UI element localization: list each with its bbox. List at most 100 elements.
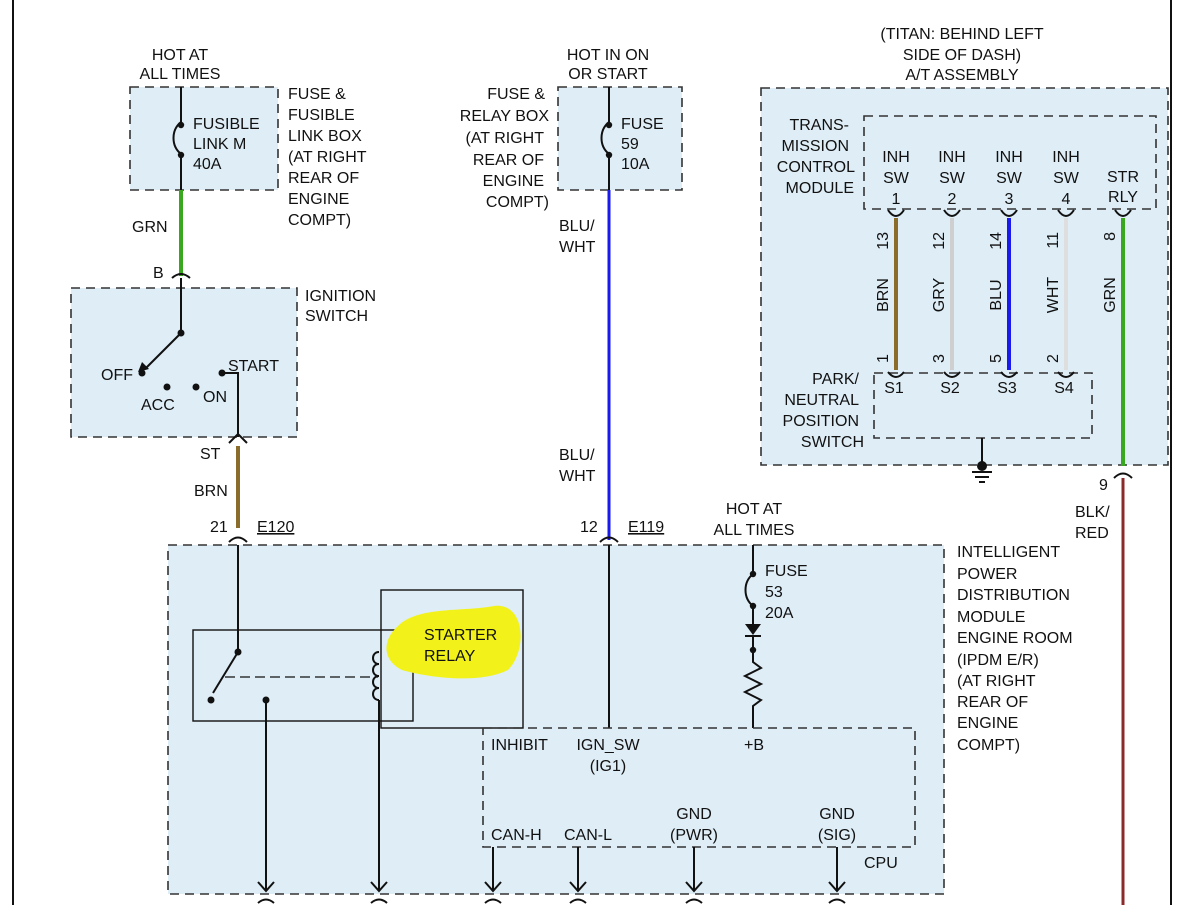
- svg-text:INH: INH: [882, 149, 910, 166]
- svg-text:SW: SW: [996, 170, 1023, 187]
- position-on-label: ON: [203, 389, 227, 406]
- svg-text:14: 14: [988, 232, 1005, 250]
- svg-text:3: 3: [931, 354, 948, 363]
- svg-text:INH: INH: [1052, 149, 1080, 166]
- svg-text:3: 3: [1005, 191, 1014, 208]
- svg-text:BRN: BRN: [875, 278, 892, 312]
- svg-text:2: 2: [948, 191, 957, 208]
- hot-label: HOT IN ON: [567, 47, 649, 64]
- svg-text:INTELLIGENT: INTELLIGENT: [957, 544, 1060, 561]
- svg-text:2: 2: [1045, 354, 1062, 363]
- svg-text:CONTROL: CONTROL: [777, 159, 855, 176]
- svg-text:TRANS-: TRANS-: [789, 117, 849, 134]
- connector-e120: 21 E120: [210, 519, 294, 543]
- svg-text:12: 12: [931, 232, 948, 250]
- fuse-label: FUSE: [765, 563, 808, 580]
- svg-text:STR: STR: [1107, 169, 1139, 186]
- svg-text:ENGINE: ENGINE: [483, 173, 544, 190]
- hot-label: HOT AT: [152, 47, 209, 64]
- cpu-gnd-pwr-label: GND: [676, 806, 712, 823]
- svg-text:ENGINE ROOM: ENGINE ROOM: [957, 630, 1073, 647]
- down-arrow-icon: [257, 881, 275, 893]
- ignition-switch-title: IGNITION: [305, 288, 376, 305]
- svg-text:COMPT): COMPT): [957, 737, 1020, 754]
- relay-highlight: [386, 605, 521, 679]
- svg-text:RELAY BOX: RELAY BOX: [460, 108, 550, 125]
- pin-number: 12: [580, 519, 598, 536]
- svg-text:REAR OF: REAR OF: [473, 152, 544, 169]
- fuse-relay-box-location: FUSE & RELAY BOX (AT RIGHT REAR OF ENGIN…: [460, 86, 550, 211]
- svg-text:(AT RIGHT: (AT RIGHT: [957, 673, 1036, 690]
- fuse-rating: 40A: [193, 156, 222, 173]
- cpu-inhibit-label: INHIBIT: [491, 737, 548, 754]
- fuse-number: 53: [765, 584, 783, 601]
- svg-text:5: 5: [988, 354, 1005, 363]
- svg-text:SWITCH: SWITCH: [801, 434, 864, 451]
- hot-label: ALL TIMES: [140, 66, 221, 83]
- wire-color-label: WHT: [559, 468, 596, 485]
- svg-text:4: 4: [1062, 191, 1071, 208]
- svg-text:SW: SW: [939, 170, 966, 187]
- svg-text:FUSIBLE: FUSIBLE: [288, 107, 355, 124]
- svg-text:POWER: POWER: [957, 566, 1017, 583]
- wire-color-label: BLK/: [1075, 504, 1110, 521]
- svg-text:FUSE &: FUSE &: [487, 86, 545, 103]
- down-arrow-icon: [569, 881, 587, 893]
- diode-icon: [745, 624, 761, 635]
- fuse-label: LINK M: [193, 136, 246, 153]
- svg-text:GRN: GRN: [1102, 277, 1119, 313]
- wire-color-label: BLU/: [559, 447, 595, 464]
- cpu-can-l-label: CAN-L: [564, 827, 612, 844]
- cpu-plus-b-label: +B: [744, 737, 764, 754]
- svg-text:POSITION: POSITION: [783, 413, 859, 430]
- svg-text:GRY: GRY: [931, 277, 948, 312]
- wire-color-label: WHT: [559, 239, 596, 256]
- hot-label: HOT AT: [726, 501, 783, 518]
- svg-text:WHT: WHT: [1045, 277, 1062, 314]
- exit-connectors: [257, 881, 846, 904]
- svg-text:RLY: RLY: [1108, 189, 1138, 206]
- svg-text:DISTRIBUTION: DISTRIBUTION: [957, 587, 1070, 604]
- wire-color-label: RED: [1075, 525, 1109, 542]
- position-start-label: START: [228, 358, 279, 375]
- at-assembly: (TITAN: BEHIND LEFT SIDE OF DASH) A/T AS…: [760, 26, 1169, 483]
- fuse-label: FUSE: [621, 116, 664, 133]
- cpu-gnd-sig-label: GND: [819, 806, 855, 823]
- cpu-gnd-pwr-label: (PWR): [670, 827, 718, 844]
- position-acc-label: ACC: [141, 397, 175, 414]
- resistor-icon: [742, 653, 764, 728]
- svg-text:(IPDM E/R): (IPDM E/R): [957, 652, 1039, 669]
- svg-text:(AT RIGHT: (AT RIGHT: [288, 149, 367, 166]
- starter-relay-label: RELAY: [424, 648, 476, 665]
- ignition-switch: B OFF ACC ON START IGNITION SWITCH ST: [70, 265, 376, 463]
- position-off-label: OFF: [101, 367, 133, 384]
- connector-id: E119: [628, 519, 664, 536]
- svg-text:(AT RIGHT: (AT RIGHT: [465, 130, 544, 147]
- fuse-label: FUSIBLE: [193, 116, 260, 133]
- connector-id: E120: [257, 519, 294, 536]
- svg-text:S1: S1: [884, 380, 904, 397]
- svg-text:FUSE &: FUSE &: [288, 86, 346, 103]
- pin-number: 9: [1099, 477, 1108, 494]
- svg-text:MODULE: MODULE: [957, 609, 1025, 626]
- wire-color-label: BLU/: [559, 218, 595, 235]
- connector-symbol: [171, 273, 191, 279]
- pin-label: ST: [200, 446, 221, 463]
- svg-text:1: 1: [892, 191, 901, 208]
- at-assembly-title: SIDE OF DASH): [903, 47, 1021, 64]
- down-arrow-icon: [484, 881, 502, 893]
- cpu-box: [482, 727, 916, 848]
- ipdm-title: INTELLIGENT POWER DISTRIBUTION MODULE EN…: [957, 544, 1073, 754]
- svg-text:11: 11: [1045, 232, 1062, 249]
- ignition-switch-title: SWITCH: [305, 308, 368, 325]
- svg-text:INH: INH: [995, 149, 1023, 166]
- at-assembly-title: A/T ASSEMBLY: [905, 67, 1019, 84]
- fuse-rating: 20A: [765, 605, 794, 622]
- svg-text:NEUTRAL: NEUTRAL: [784, 392, 859, 409]
- tcm-box: [863, 115, 1157, 210]
- wire-color-label: GRN: [132, 219, 168, 236]
